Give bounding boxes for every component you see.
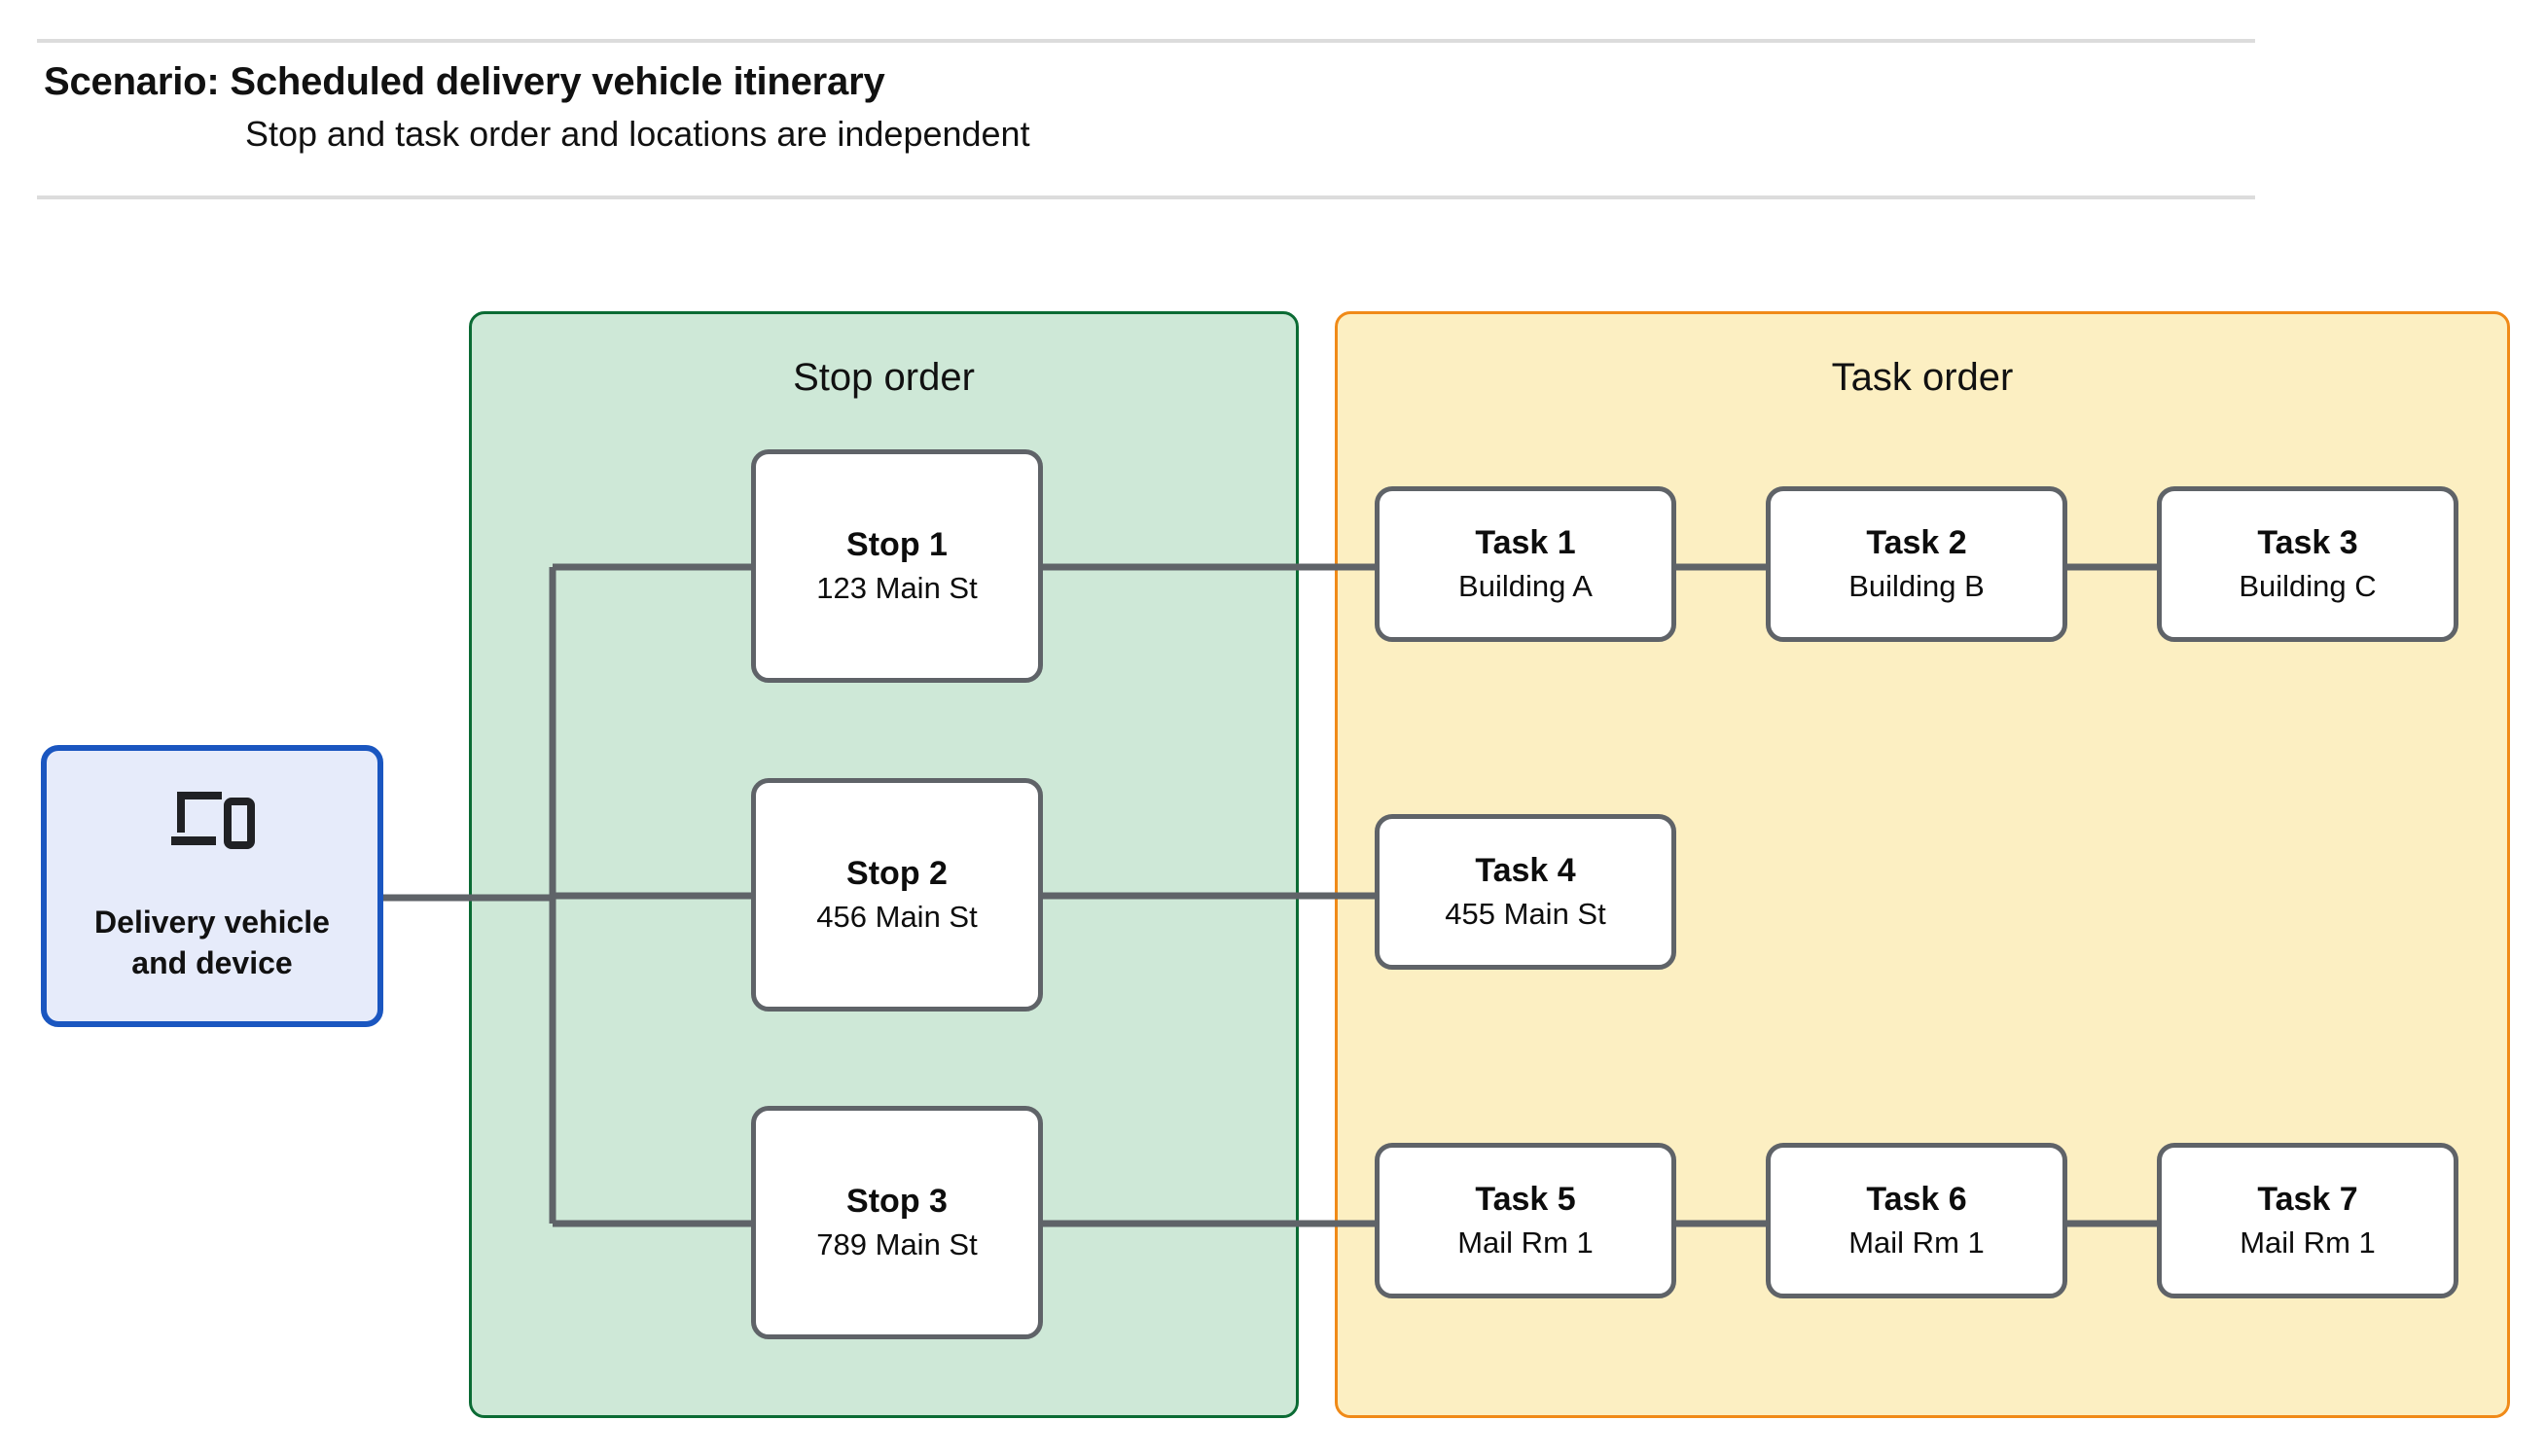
stop-node-1[interactable]: Stop 1 123 Main St bbox=[751, 449, 1043, 683]
task-node-5-title: Task 5 bbox=[1475, 1180, 1576, 1218]
task-node-1[interactable]: Task 1 Building A bbox=[1375, 486, 1676, 642]
task-node-5-location: Mail Rm 1 bbox=[1457, 1225, 1594, 1261]
task-node-2[interactable]: Task 2 Building B bbox=[1766, 486, 2067, 642]
task-node-7[interactable]: Task 7 Mail Rm 1 bbox=[2157, 1143, 2458, 1298]
page-subtitle: Stop and task order and locations are in… bbox=[245, 114, 1030, 154]
task-node-7-title: Task 7 bbox=[2257, 1180, 2358, 1218]
task-node-6-location: Mail Rm 1 bbox=[1848, 1225, 1985, 1261]
delivery-vehicle-node[interactable]: Delivery vehicle and device bbox=[41, 745, 383, 1027]
stop-node-3-location: 789 Main St bbox=[816, 1227, 978, 1262]
task-node-4-location: 455 Main St bbox=[1445, 897, 1606, 932]
task-node-6[interactable]: Task 6 Mail Rm 1 bbox=[1766, 1143, 2067, 1298]
stop-order-panel-title: Stop order bbox=[793, 356, 975, 399]
stop-node-2-title: Stop 2 bbox=[846, 854, 948, 892]
stop-node-3[interactable]: Stop 3 789 Main St bbox=[751, 1106, 1043, 1339]
task-order-panel-title: Task order bbox=[1831, 356, 2014, 399]
task-node-4[interactable]: Task 4 455 Main St bbox=[1375, 814, 1676, 970]
stop-node-1-location: 123 Main St bbox=[816, 571, 978, 606]
stop-node-1-title: Stop 1 bbox=[846, 525, 948, 563]
delivery-vehicle-label: Delivery vehicle and device bbox=[94, 905, 330, 980]
task-node-3-location: Building C bbox=[2239, 569, 2377, 604]
task-node-7-location: Mail Rm 1 bbox=[2240, 1225, 2376, 1261]
task-node-4-title: Task 4 bbox=[1475, 851, 1576, 889]
stop-node-2[interactable]: Stop 2 456 Main St bbox=[751, 778, 1043, 1012]
task-node-1-title: Task 1 bbox=[1475, 523, 1576, 561]
page-title: Scenario: Scheduled delivery vehicle iti… bbox=[44, 60, 885, 103]
header-divider-top bbox=[37, 39, 2255, 43]
task-node-6-title: Task 6 bbox=[1866, 1180, 1967, 1218]
devices-icon bbox=[171, 792, 255, 850]
task-node-5[interactable]: Task 5 Mail Rm 1 bbox=[1375, 1143, 1676, 1298]
task-node-2-title: Task 2 bbox=[1866, 523, 1967, 561]
stop-node-2-location: 456 Main St bbox=[816, 900, 978, 935]
header-divider-bottom bbox=[37, 195, 2255, 199]
task-node-3[interactable]: Task 3 Building C bbox=[2157, 486, 2458, 642]
task-node-2-location: Building B bbox=[1848, 569, 1985, 604]
stop-node-3-title: Stop 3 bbox=[846, 1182, 948, 1220]
task-node-3-title: Task 3 bbox=[2257, 523, 2358, 561]
task-node-1-location: Building A bbox=[1458, 569, 1593, 604]
